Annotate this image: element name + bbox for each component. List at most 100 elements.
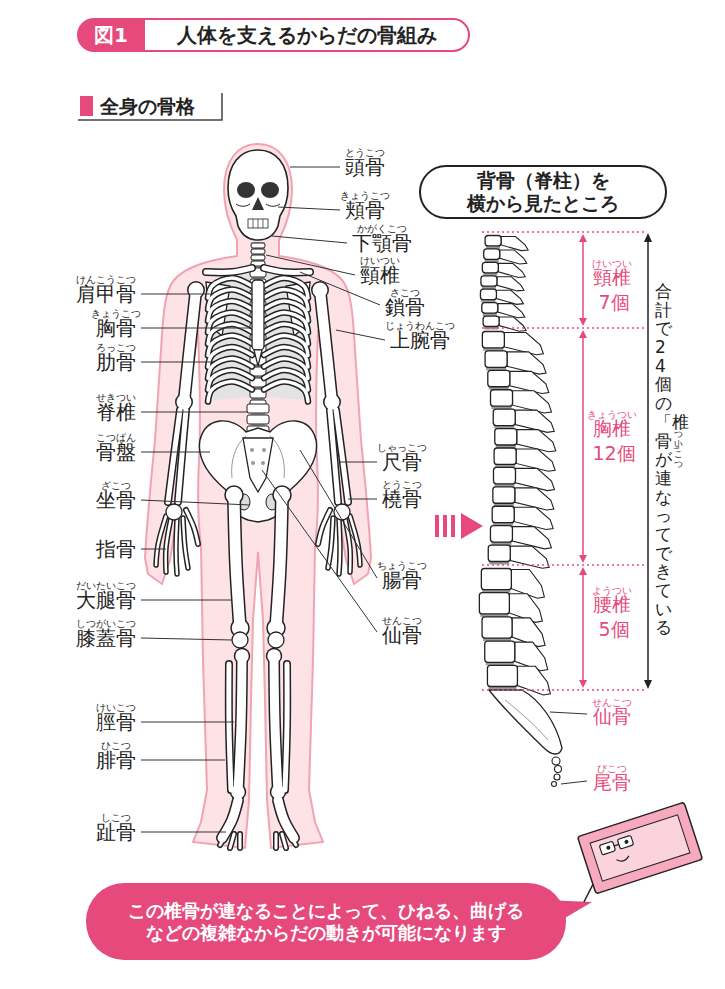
section-marker — [482, 232, 644, 690]
side-spine — [479, 236, 562, 787]
bone-label: 頭骨 — [345, 157, 385, 177]
section-marker — [579, 318, 587, 326]
leader-line — [348, 499, 377, 500]
title-text: 人体を支えるからだの骨組み — [177, 22, 437, 49]
mascot — [617, 835, 633, 849]
body-silhouette — [145, 144, 258, 848]
bone-label: 肋骨 — [96, 352, 136, 372]
spine-label: 7個 — [598, 293, 629, 312]
limb-bone — [234, 495, 240, 628]
mascot — [599, 841, 615, 855]
side-spine — [554, 774, 560, 780]
body-silhouette — [145, 144, 258, 848]
patella — [232, 632, 248, 648]
side-spine — [493, 487, 515, 503]
bone-label: 鎖骨 — [385, 297, 425, 317]
limb-bone — [206, 268, 252, 272]
leader-line — [266, 255, 355, 275]
limb-bone — [189, 283, 204, 298]
spine-label: 胸椎 — [593, 419, 631, 438]
side-spine — [481, 276, 497, 286]
wrist-bone — [166, 504, 182, 520]
limb-bone — [239, 834, 242, 848]
section-marker — [579, 234, 587, 688]
side-spine — [500, 250, 527, 264]
rib — [208, 278, 252, 402]
side-spine — [483, 316, 499, 326]
limb-bone — [186, 510, 198, 544]
leader-line — [141, 832, 226, 833]
leader-line — [141, 167, 587, 832]
side-spine — [505, 700, 548, 740]
bone-label: 膝蓋骨 — [76, 628, 136, 648]
section-marker — [579, 567, 587, 575]
leader-line — [278, 207, 340, 210]
leader-line — [141, 294, 210, 295]
bone-label: 頬骨 — [345, 200, 385, 220]
spine-label: 尾骨 — [593, 773, 631, 792]
spine-label: 12個 — [592, 444, 635, 463]
bone-label: 坐骨 — [96, 490, 136, 510]
limb-bone — [176, 519, 177, 574]
title-box: 人体を支えるからだの骨組み — [145, 18, 470, 52]
pointer-arrow — [443, 515, 447, 537]
sacrum — [251, 461, 255, 465]
side-spine — [498, 263, 525, 277]
total-bracket — [647, 241, 649, 681]
limb-bone — [156, 268, 252, 848]
spine-label: 仙骨 — [593, 707, 631, 726]
limb-bone — [220, 832, 228, 845]
side-spine — [489, 690, 562, 754]
section-heading: 全身の骨格 — [100, 97, 195, 116]
side-spine — [496, 290, 523, 304]
section-marker — [582, 240, 584, 682]
heading-mark — [78, 93, 222, 120]
limb-bone — [186, 510, 198, 544]
sacrum — [243, 438, 273, 492]
side-spine — [480, 289, 496, 299]
section-marker — [579, 330, 587, 338]
vertical-note: 合計で24個の「椎骨」が連なってできている — [655, 282, 672, 637]
side-spine — [493, 409, 515, 425]
pointer-arrow — [435, 513, 483, 539]
nose-hole — [252, 197, 264, 210]
pointer-arrow — [451, 515, 455, 537]
side-spine — [482, 303, 498, 313]
front-spine — [251, 243, 265, 248]
leader-line — [141, 452, 210, 453]
bone-label: 趾骨 — [96, 822, 136, 842]
node-text: この椎骨が連なることによって、ひねる、曲げる などの複雑なからだの動きが可能にな… — [116, 900, 536, 943]
side-spine — [498, 304, 525, 318]
rib — [208, 278, 252, 402]
bone-label: 胸骨 — [96, 318, 136, 338]
limb-bone — [183, 518, 188, 568]
leader-line — [141, 638, 232, 640]
side-spine — [485, 236, 501, 246]
total-bracket — [644, 233, 652, 242]
front-spine — [251, 249, 265, 254]
mascot — [624, 839, 629, 844]
heading-mark — [80, 96, 93, 116]
side-spine — [481, 569, 511, 590]
section-marker — [579, 680, 587, 688]
mascot — [564, 802, 704, 902]
bone-label: 指骨 — [96, 539, 136, 559]
limb-bone — [168, 410, 180, 502]
section-marker — [482, 564, 644, 566]
figure-number-box: 図1 — [77, 18, 145, 52]
skull — [237, 182, 255, 198]
side-spine — [552, 757, 560, 765]
sacrum — [262, 448, 266, 452]
leader-line — [561, 781, 587, 784]
limb-bone — [166, 518, 171, 572]
leader-line — [141, 722, 234, 723]
mascot — [617, 856, 630, 863]
skeleton-center — [243, 197, 273, 492]
caption-pill: 背骨（脊柱）を 横から見たところ — [419, 165, 667, 219]
bone-label: 骨盤 — [96, 442, 136, 462]
side-spine — [482, 262, 498, 272]
rib — [208, 278, 252, 402]
spine-label: 5個 — [598, 620, 629, 639]
side-spine — [552, 782, 557, 787]
limb-bone — [176, 519, 177, 574]
